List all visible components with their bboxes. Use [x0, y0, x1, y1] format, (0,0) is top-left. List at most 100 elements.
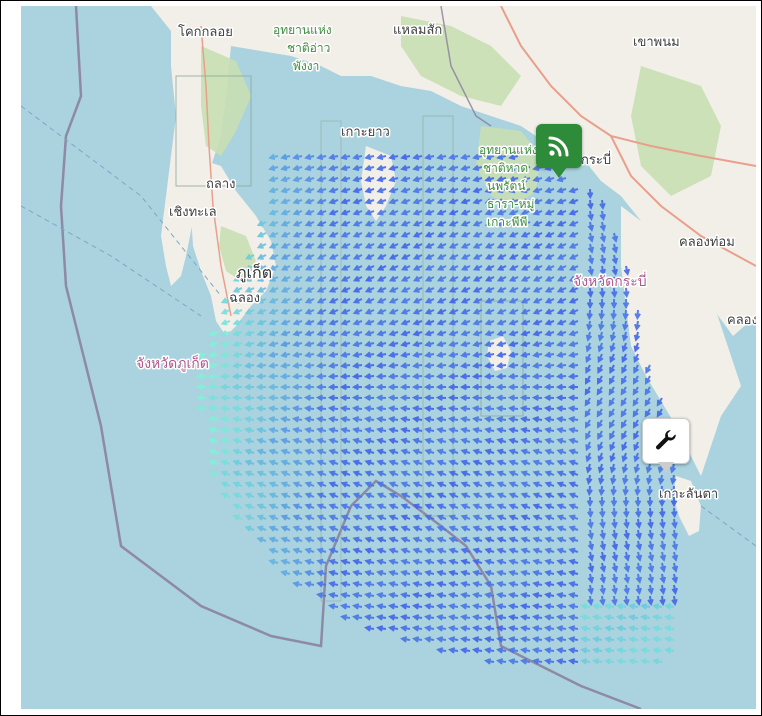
current-arrow [316, 558, 327, 566]
current-arrow [364, 580, 375, 588]
current-arrow [340, 264, 351, 271]
current-arrow [585, 331, 593, 342]
current-arrow [195, 405, 207, 412]
current-arrow [423, 394, 435, 402]
current-arrow [436, 547, 447, 554]
current-arrow [459, 405, 471, 412]
current-arrow [544, 187, 555, 194]
current-arrow [208, 470, 219, 477]
current-arrow [520, 592, 531, 599]
current-arrow [340, 362, 351, 369]
current-arrow [544, 525, 555, 532]
current-arrow [460, 492, 471, 499]
current-arrow [520, 175, 531, 183]
current-arrow [568, 514, 579, 521]
current-arrow [292, 362, 303, 369]
current-arrow [279, 383, 291, 391]
tool-marker[interactable] [642, 418, 690, 473]
current-arrow [244, 264, 255, 271]
current-arrow [620, 419, 627, 429]
current-arrow [532, 231, 543, 238]
current-arrow [622, 497, 630, 508]
current-arrow [508, 209, 519, 216]
current-arrow [424, 603, 435, 610]
current-arrow [556, 459, 567, 466]
map-svg[interactable]: โคกกลอย อุทยานแห่ง ชาติอ่าว พังงา แหลมสั… [21, 6, 756, 709]
current-arrow [400, 164, 411, 172]
current-arrow [508, 547, 519, 554]
current-arrow [412, 209, 423, 216]
current-arrow [472, 592, 483, 599]
current-arrow [376, 153, 387, 161]
current-arrow [232, 503, 243, 510]
current-arrow [352, 492, 363, 499]
current-arrow [376, 426, 387, 434]
label-park-krabi-3: นพรัตน์ [487, 179, 526, 193]
current-arrow [484, 231, 495, 238]
current-arrow [604, 625, 615, 632]
current-arrow [436, 231, 447, 238]
current-arrow [586, 474, 593, 485]
feed-marker[interactable] [536, 124, 582, 178]
label-park-krabi-4: ธารา-หมู่ [487, 197, 534, 212]
label-khlong-right: คลอง [727, 313, 756, 328]
current-arrow [484, 503, 495, 510]
current-arrow [556, 253, 567, 260]
current-arrow [268, 437, 279, 445]
current-arrow [244, 297, 255, 304]
current-arrow [244, 448, 255, 455]
current-arrow [376, 416, 387, 423]
current-arrow [436, 164, 447, 172]
current-arrow [628, 614, 639, 621]
current-arrow [256, 264, 267, 271]
current-arrow [659, 507, 666, 519]
current-arrow [520, 647, 531, 654]
current-arrow [460, 340, 471, 348]
current-arrow [388, 481, 399, 488]
current-arrow [340, 175, 351, 183]
current-arrow [436, 503, 447, 510]
current-arrow [640, 636, 651, 643]
current-arrow [364, 603, 375, 610]
current-arrow [243, 373, 255, 380]
current-arrow [232, 362, 243, 369]
current-arrow [635, 584, 642, 595]
current-arrow [508, 319, 519, 326]
current-arrow [556, 187, 567, 194]
current-arrow [376, 286, 387, 293]
current-arrow [544, 297, 555, 304]
current-arrow [484, 525, 495, 532]
current-arrow [621, 353, 628, 364]
current-arrow [448, 175, 459, 183]
current-arrow [635, 507, 642, 519]
current-arrow [519, 405, 531, 412]
current-arrow [400, 603, 411, 610]
current-arrow [484, 286, 495, 293]
current-arrow [412, 503, 423, 510]
current-arrow [659, 518, 666, 529]
current-arrow [436, 580, 447, 588]
current-arrow [585, 353, 592, 364]
current-arrow [352, 547, 363, 554]
current-arrow [448, 253, 459, 260]
current-arrow [496, 536, 507, 543]
current-arrow [483, 394, 495, 402]
current-arrow [243, 394, 255, 402]
map-canvas[interactable]: โคกกลอย อุทยานแห่ง ชาติอ่าว พังงา แหลมสั… [21, 6, 756, 709]
current-arrow [621, 452, 628, 463]
current-arrow [496, 580, 507, 588]
current-arrow [280, 319, 291, 326]
current-arrow [436, 614, 447, 621]
current-arrow [328, 536, 339, 543]
current-arrow [532, 503, 543, 510]
current-arrow [292, 416, 303, 423]
current-arrow [448, 536, 459, 543]
current-arrow [412, 426, 423, 434]
current-arrow [599, 518, 606, 529]
current-arrow [592, 614, 603, 621]
zone-rect-4 [320, 120, 342, 602]
current-arrow [568, 636, 579, 643]
current-arrow [412, 525, 423, 532]
current-arrow [328, 164, 339, 172]
current-arrow [508, 459, 519, 466]
